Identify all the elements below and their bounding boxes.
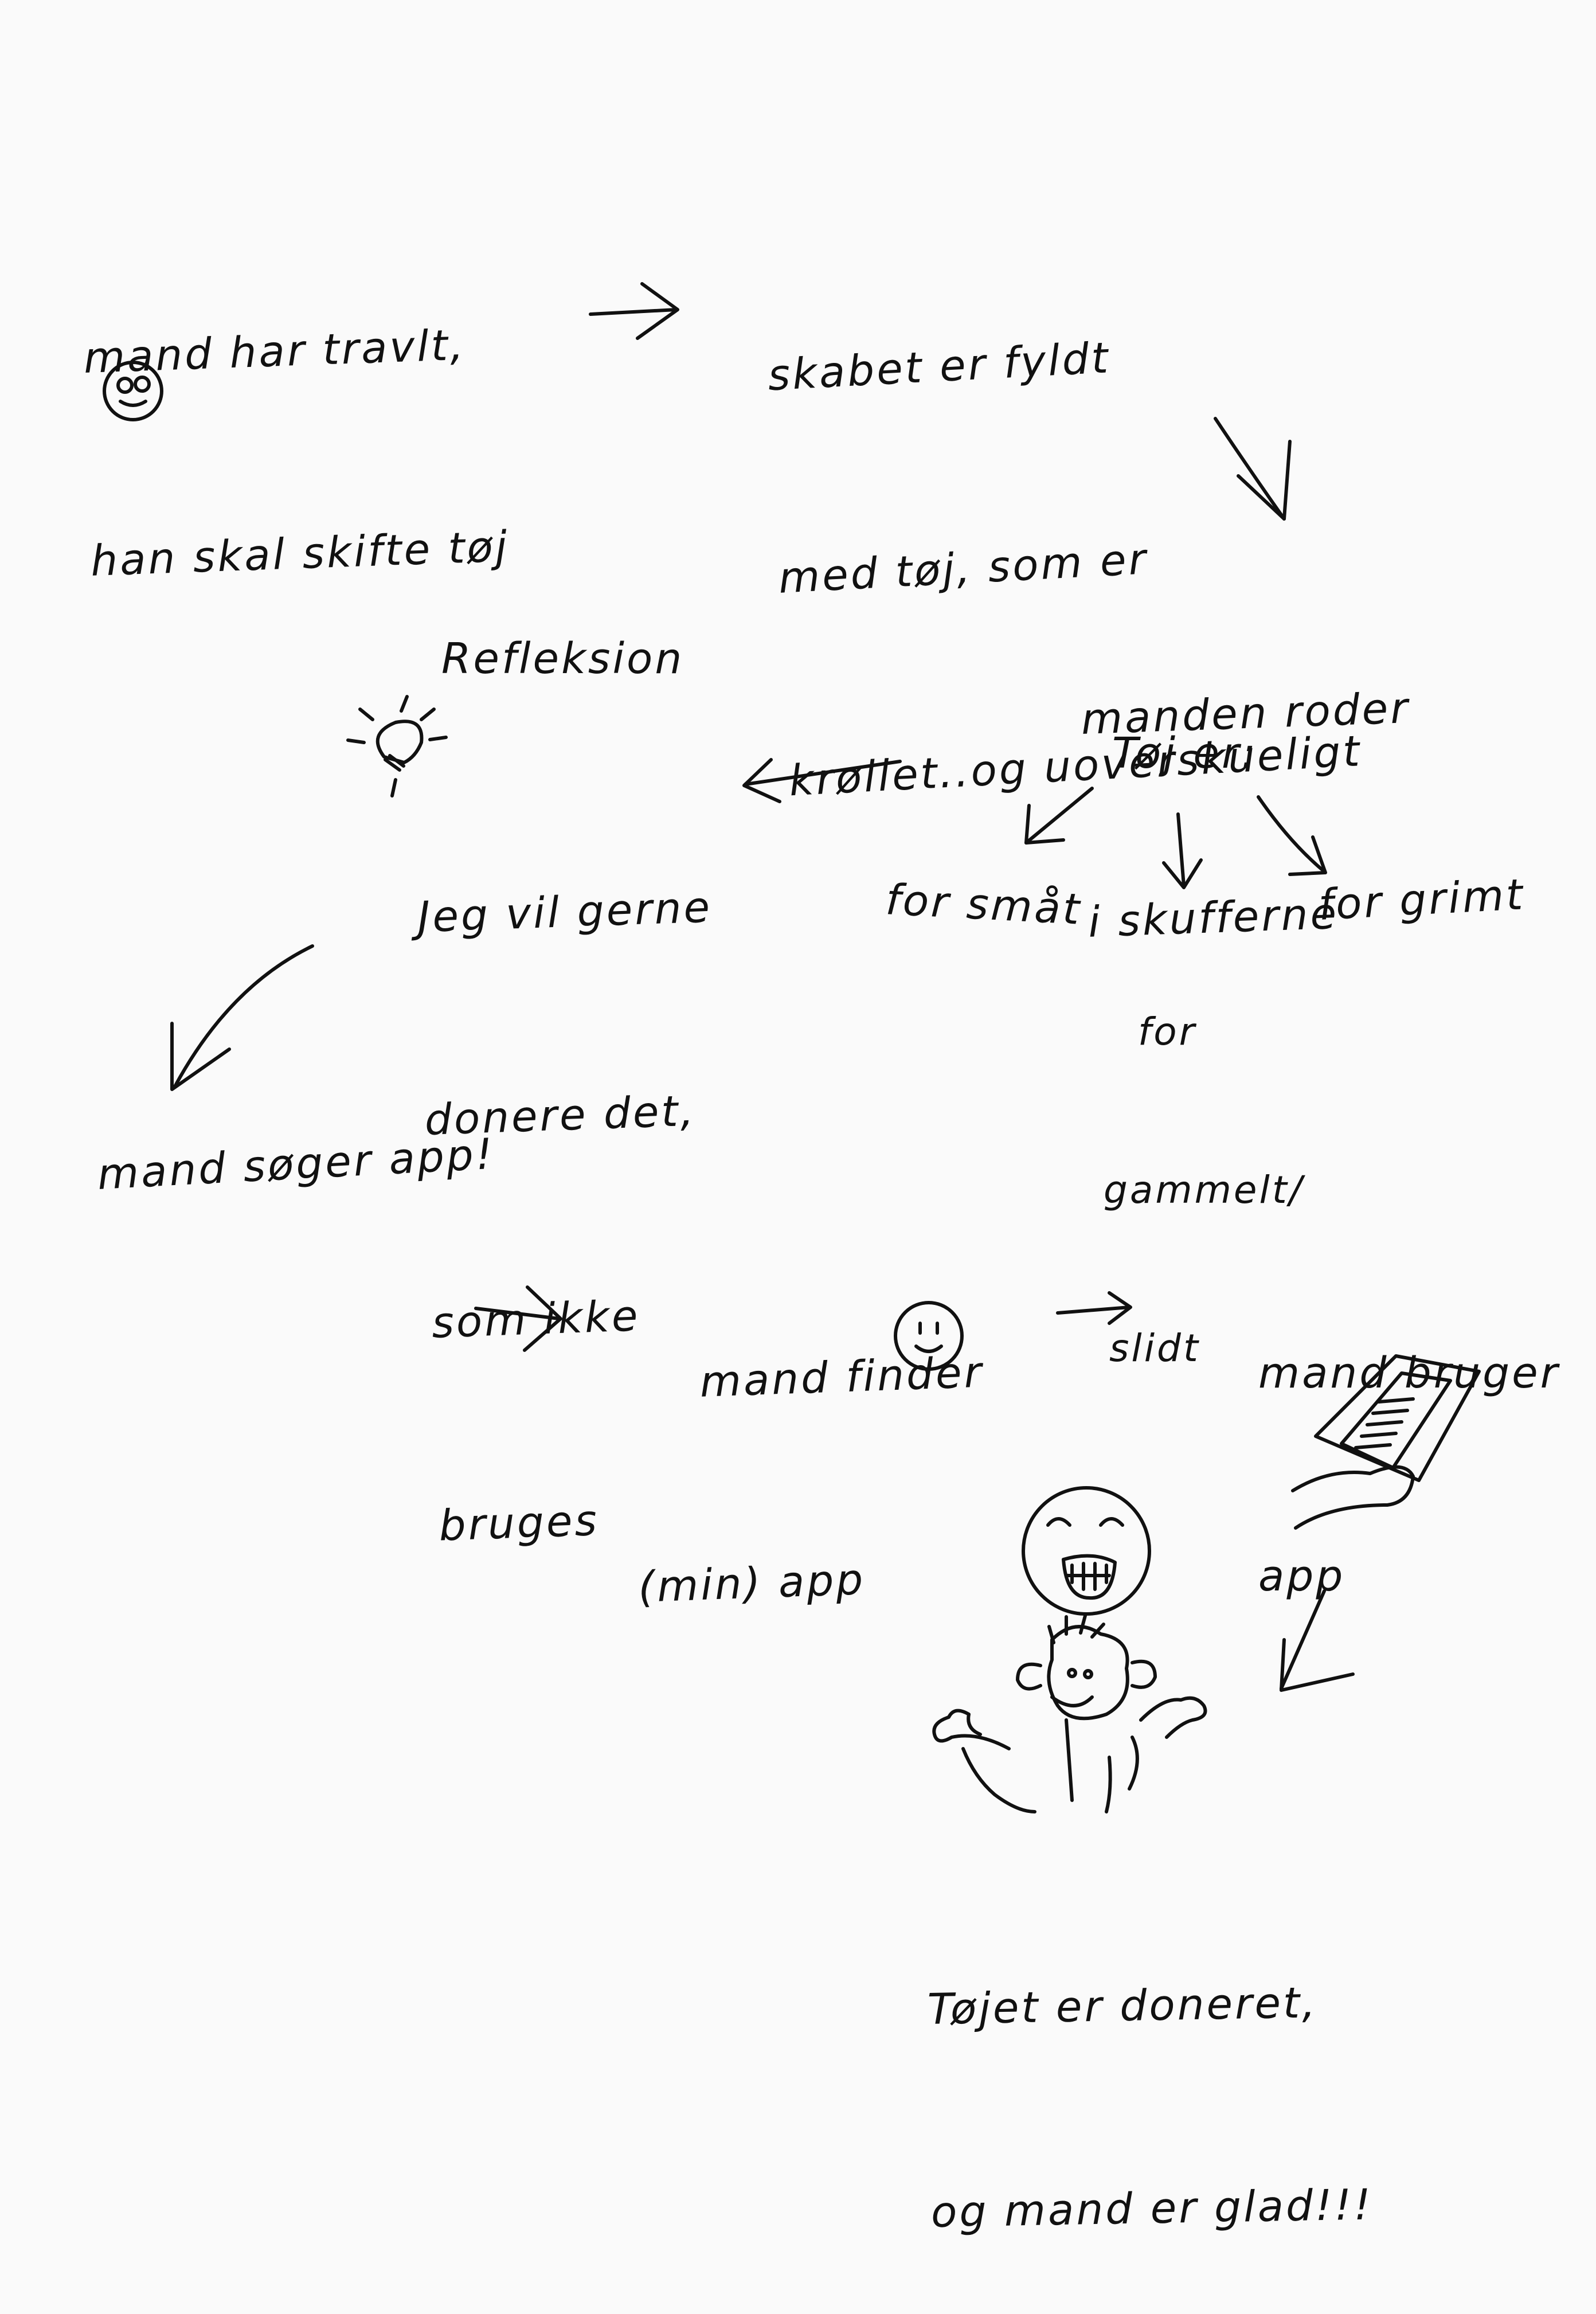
stressed-face-icon <box>103 361 163 421</box>
arrow-to-happy-man <box>1280 1589 1355 1692</box>
reflection-title: Refleksion <box>441 634 684 683</box>
happy-man-figure-icon <box>932 1614 1207 1813</box>
option-too-old-line-3: slidt <box>1109 1326 1200 1370</box>
lightbulb-icon <box>346 695 448 798</box>
step-use-app-line-2: app <box>1258 1551 1345 1601</box>
arrow-busy-to-closet <box>589 282 679 340</box>
arrow-search-to-find <box>474 1285 562 1352</box>
arrow-closet-to-drawers <box>1214 417 1292 521</box>
option-too-old: for gammelt/ slidt <box>1104 900 1304 1428</box>
option-too-old-line-2: gammelt/ <box>1104 1168 1304 1212</box>
step-use-app-text: mand bruger app <box>1258 1204 1560 1678</box>
grinning-face-icon <box>1022 1486 1151 1616</box>
arrow-to-search-app <box>170 944 314 1091</box>
option-too-old-line-1: for <box>1138 1010 1197 1054</box>
arrow-to-too-old <box>1162 812 1203 889</box>
smiley-face-icon <box>894 1301 964 1371</box>
arrow-to-reflection <box>742 758 902 803</box>
arrow-to-too-ugly <box>1257 795 1327 876</box>
phone-in-hand-icon <box>1291 1354 1481 1530</box>
clothes-are-label: Tøj er: <box>1112 729 1258 778</box>
arrow-find-to-use <box>1056 1291 1132 1325</box>
arrow-to-too-small <box>1024 787 1094 845</box>
sketch-drawings <box>103 282 1481 1813</box>
step-use-app-line-1: mand bruger <box>1258 1348 1560 1398</box>
result-line-2: og mand er glad!!! <box>930 2180 1374 2237</box>
